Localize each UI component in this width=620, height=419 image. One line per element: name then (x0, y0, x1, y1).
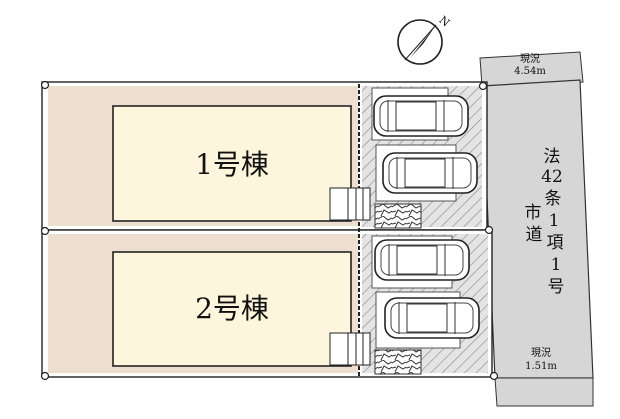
svg-text:項: 項 (547, 233, 564, 253)
svg-text:条: 条 (545, 189, 562, 209)
entrance-steps (329, 187, 371, 221)
entrance-steps (329, 332, 371, 366)
svg-text:現況: 現況 (531, 347, 551, 359)
car-icon (382, 152, 478, 194)
svg-text:4.54m: 4.54m (514, 66, 546, 77)
car-icon (384, 297, 480, 339)
building-2-label: 2号棟 (195, 292, 269, 325)
boundary-markers (40, 80, 499, 381)
svg-text:1: 1 (551, 255, 562, 275)
car-icon (373, 95, 469, 137)
svg-text:法: 法 (544, 147, 561, 167)
svg-text:1: 1 (549, 211, 560, 231)
svg-text:N: N (437, 13, 453, 29)
building-1-label: 1号棟 (195, 148, 269, 181)
car-icon (374, 239, 470, 281)
road-name: 市 道 (525, 203, 543, 245)
svg-text:42: 42 (541, 167, 563, 187)
building-2 (112, 251, 371, 367)
building-1 (112, 105, 371, 222)
svg-text:号: 号 (548, 277, 565, 297)
road-width-top: 現況 4.54m (514, 53, 546, 77)
svg-text:1.51m: 1.51m (525, 361, 557, 372)
gravel-bed (374, 203, 422, 229)
svg-text:現況: 現況 (520, 53, 540, 65)
road-designation: 法 42 条 1 項 1 号 (541, 147, 564, 297)
svg-text:道: 道 (526, 225, 543, 245)
north-arrow-icon: N (397, 13, 453, 65)
gravel-bed (374, 349, 422, 375)
svg-text:市: 市 (525, 203, 542, 223)
road-width-bottom: 現況 1.51m (525, 347, 557, 372)
